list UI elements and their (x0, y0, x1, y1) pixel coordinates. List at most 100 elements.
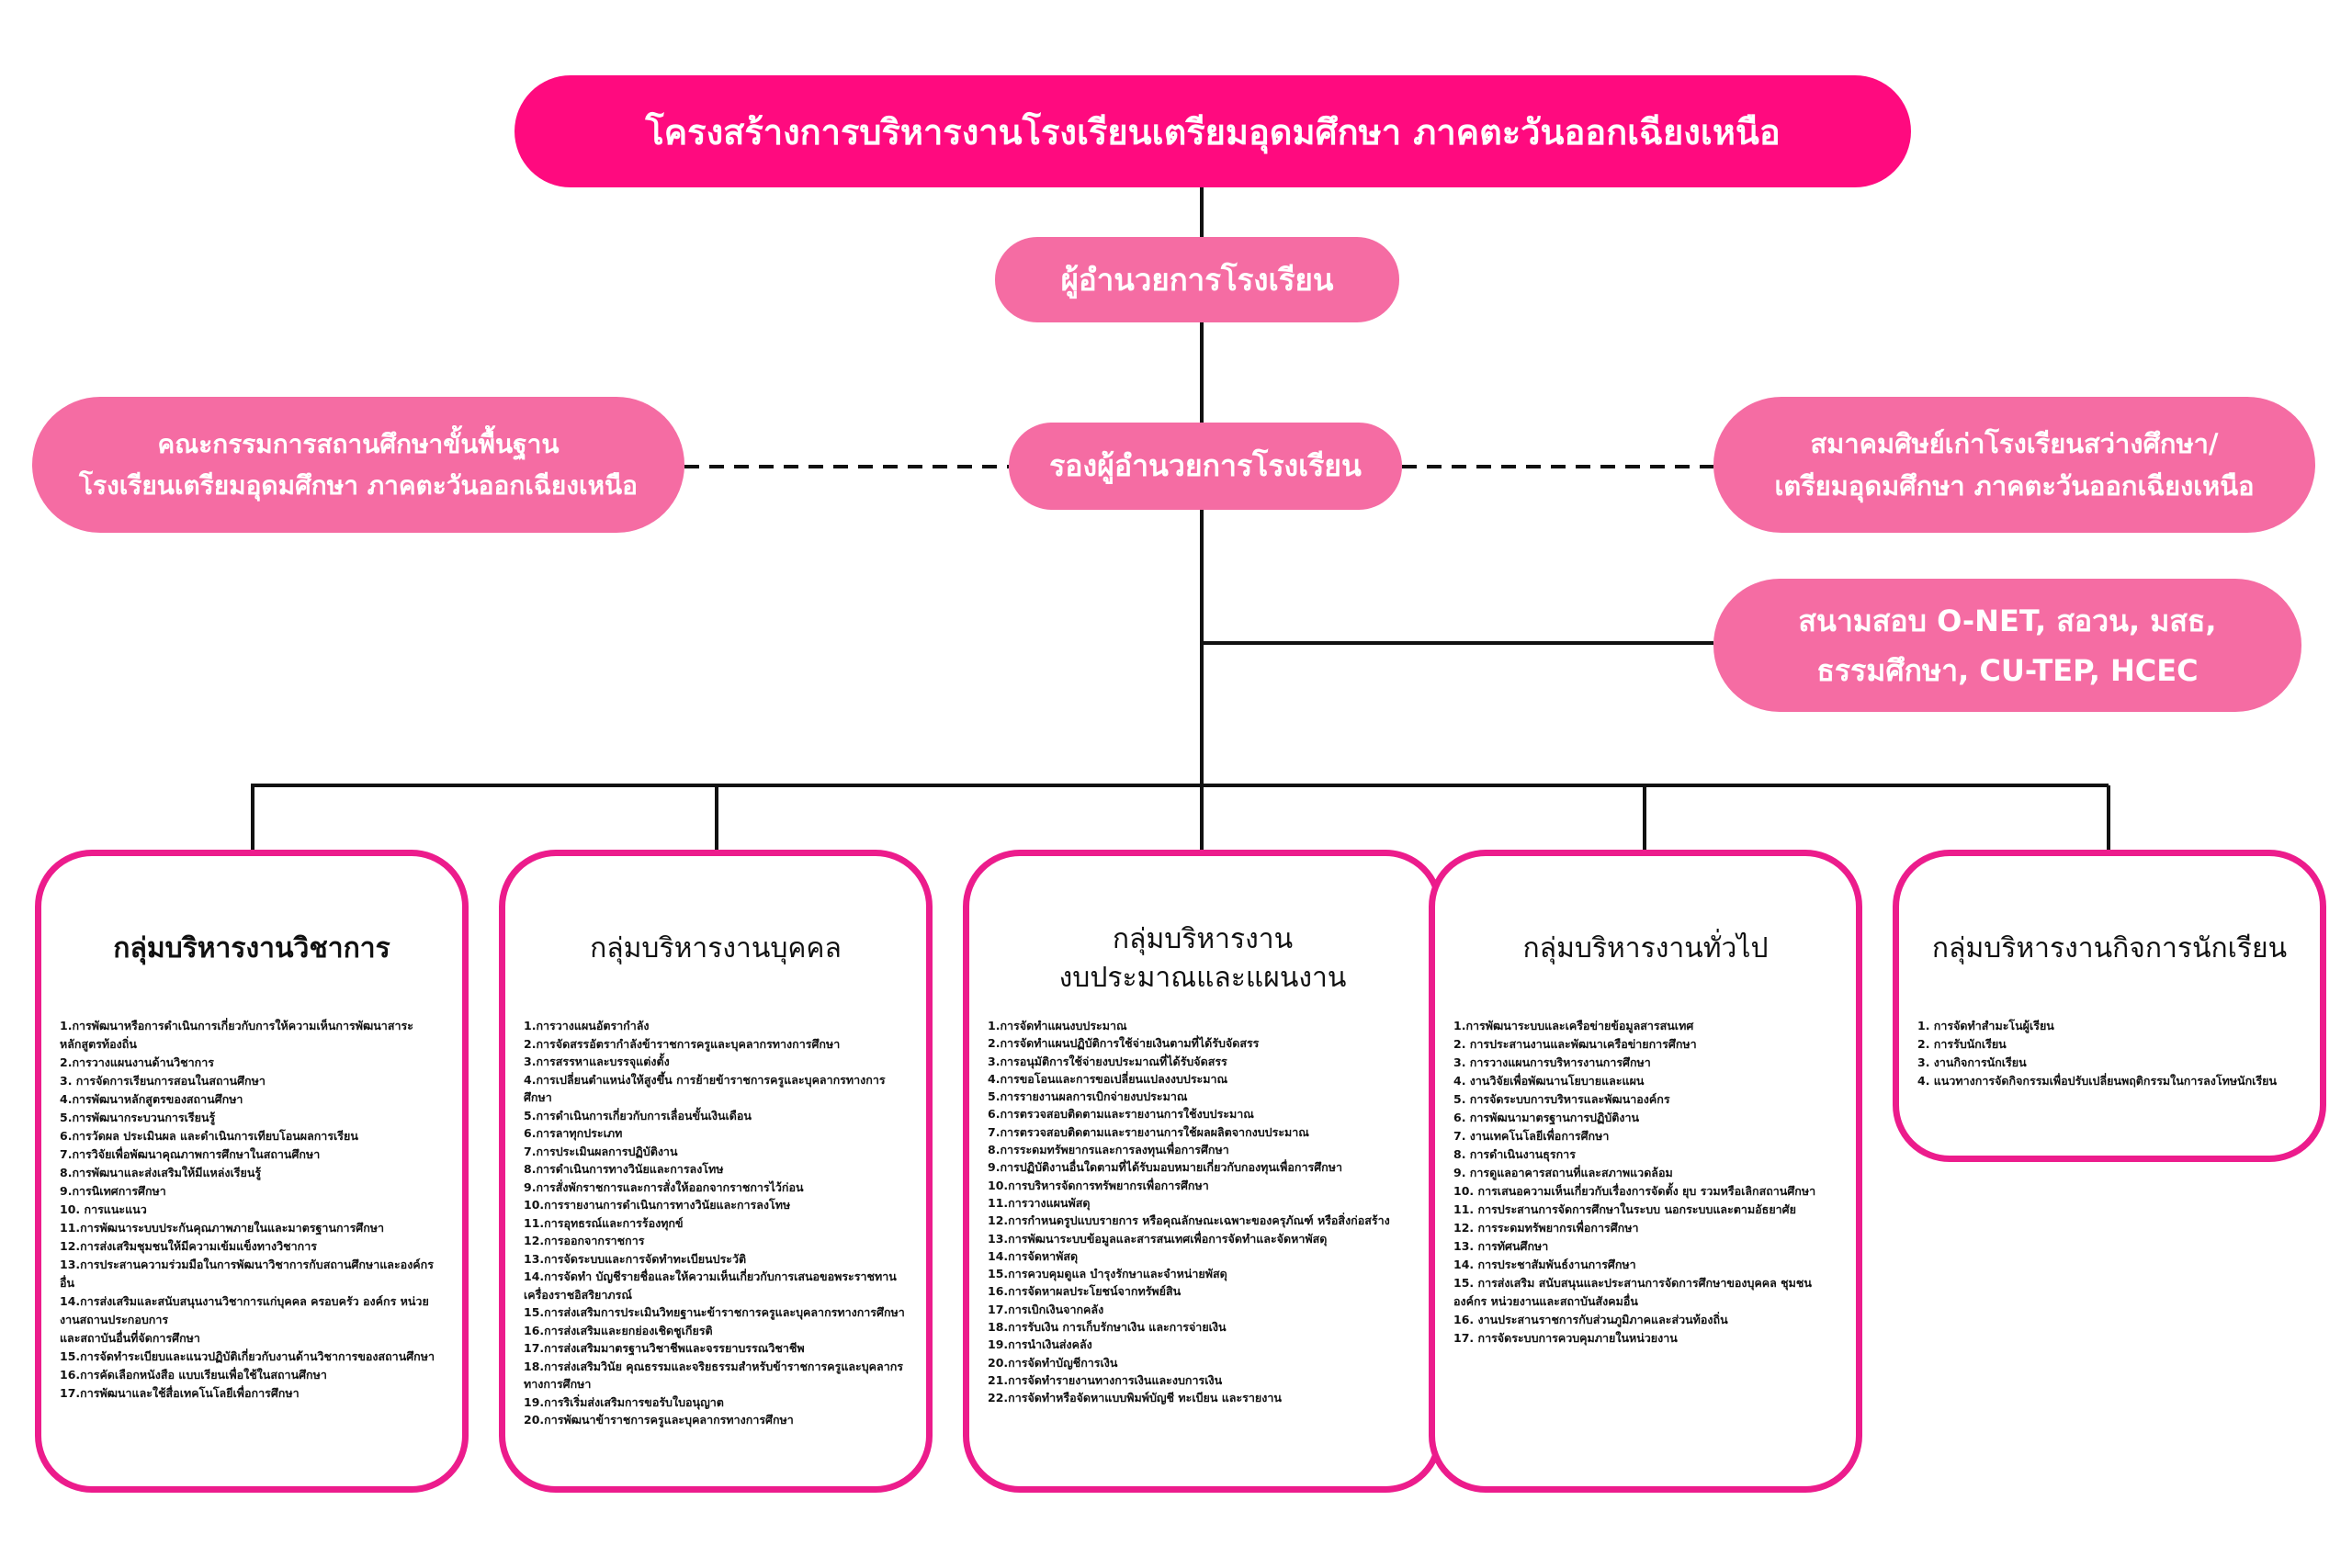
list-item: 4. งานวิจัยเพื่อพัฒนานโยบายและแผน (1453, 1074, 1645, 1088)
list-item: 1.การพัฒนาระบบและเครือข่ายข้อมูลสารสนเทศ (1453, 1019, 1694, 1032)
board-node: คณะกรรมการสถานศึกษาขั้นพื้นฐาน โรงเรียนเ… (32, 397, 684, 533)
list-item: 15.การควบคุมดูแล บำรุงรักษาและจำหน่ายพัส… (988, 1267, 1227, 1281)
list-item: 13. การทัศนศึกษา (1453, 1239, 1549, 1253)
list-item: 6.การวัดผล ประเมินผล และดำเนินการเทียบโอ… (60, 1129, 358, 1143)
exam-line-1: สนามสอบ O-NET, สอวน, มสธ, (1798, 603, 2217, 638)
list-item: 12. การระดมทรัพยากรเพื่อการศึกษา (1453, 1221, 1639, 1235)
list-item: 10. การแนะแนว (60, 1202, 147, 1216)
group-student-affairs-list: 1. การจัดทำสำมะโนผู้เรียน 2. การรับนักเร… (1917, 1017, 2301, 1090)
group-general-title-text: กลุ่มบริหารงานทั่วไป (1522, 932, 1769, 964)
list-item: 5.การรายงานผลการเบิกจ่ายงบประมาณ (988, 1089, 1188, 1104)
list-item: 9. การดูแลอาคารสถานที่และสภาพแวดล้อม (1453, 1166, 1673, 1179)
list-item: 8.การระดมทรัพยากรและการลงทุนเพื่อการศึกษ… (988, 1143, 1229, 1157)
group-personnel: กลุ่มบริหารงานบุคคล 1.การวางแผนอัตรากำลั… (499, 850, 933, 1493)
group-budget: กลุ่มบริหารงาน งบประมาณและแผนงาน 1.การจั… (963, 850, 1442, 1493)
list-item: 15.การจัดทำระเบียบและแนวปฏิบัติเกี่ยวกับ… (60, 1349, 435, 1363)
list-item: 2. การรับนักเรียน (1917, 1037, 2007, 1051)
list-item: 22.การจัดทำหรือจัดหาแบบพิมพ์บัญชี ทะเบีย… (988, 1391, 1282, 1405)
list-item: 3.การอนุมัติการใช้จ่ายงบประมาณที่ได้รับจ… (988, 1054, 1227, 1068)
list-item: 8.การดำเนินการทางวินัยและการลงโทษ (524, 1162, 724, 1176)
group-personnel-list: 1.การวางแผนอัตรากำลัง 2.การจัดสรรอัตรากำ… (524, 1017, 908, 1429)
list-item: 4.การเปลี่ยนตำแหน่งให้สูงขึ้น การย้ายข้า… (524, 1072, 886, 1105)
list-item: 1.การวางแผนอัตรากำลัง (524, 1019, 650, 1032)
list-item: และสถาบันอื่นที่จัดการศึกษา (60, 1331, 200, 1345)
group-student-affairs-title: กลุ่มบริหารงานกิจการนักเรียน (1899, 930, 2320, 968)
group-general-list: 1.การพัฒนาระบบและเครือข่ายข้อมูลสารสนเทศ… (1453, 1017, 1838, 1348)
board-line-2: โรงเรียนเตรียมอุดมศึกษา ภาคตะวันออกเฉียง… (79, 470, 638, 501)
list-item: 2.การจัดสรรอัตรากำลังข้าราชการครูและบุคล… (524, 1036, 841, 1051)
chart-title: โครงสร้างการบริหารงานโรงเรียนเตรียมอุดมศ… (514, 75, 1911, 187)
list-item: 13.การพัฒนาระบบข้อมูลและสารสนเทศเพื่อการ… (988, 1231, 1328, 1246)
alumni-line-2: เตรียมอุดมศึกษา ภาคตะวันออกเฉียงเหนือ (1774, 470, 2255, 502)
list-item: 16.การจัดหาผลประโยชน์จากทรัพย์สิน (988, 1284, 1182, 1299)
list-item: 14.การจัดทำ บัญชีรายชื่อและให้ความเห็นเก… (524, 1269, 897, 1283)
list-item: 16.การส่งเสริมและยกย่องเชิดชูเกียรติ (524, 1323, 713, 1337)
list-item: 9.การปฏิบัติงานอื่นใดตามที่ได้รับมอบหมาย… (988, 1160, 1342, 1175)
group-student-affairs: กลุ่มบริหารงานกิจการนักเรียน 1. การจัดทำ… (1893, 850, 2326, 1162)
group-general: กลุ่มบริหารงานทั่วไป 1.การพัฒนาระบบและเค… (1429, 850, 1862, 1493)
list-item: 20.การจัดทำบัญชีการเงิน (988, 1355, 1118, 1370)
list-item: 9.การสั่งพักราชการและการสั่งให้ออกจากราช… (524, 1179, 804, 1194)
list-item: 14. การประชาสัมพันธ์งานการศึกษา (1453, 1258, 1636, 1271)
list-item: 5. การจัดระบบการบริหารและพัฒนาองค์กร (1453, 1092, 1670, 1106)
list-item: เครื่องราชอิสริยาภรณ์ (524, 1287, 632, 1302)
list-item: 2.การจัดทำแผนปฏิบัติการใช้จ่ายเงินตามที่… (988, 1036, 1260, 1051)
group-academic: กลุ่มบริหารงานวิชาการ 1.การพัฒนาหรือการด… (35, 850, 469, 1493)
list-item: 10. การเสนอความเห็นเกี่ยวกับเรื่องการจัด… (1453, 1184, 1816, 1198)
list-item: 21.การจัดทำรายงานทางการเงินและงบการเงิน (988, 1372, 1223, 1387)
list-item: 11. การประสานการจัดการศึกษาในระบบ นอกระบ… (1453, 1202, 1796, 1216)
list-item: 13.การจัดระบบและการจัดทำทะเบียนประวัติ (524, 1251, 747, 1266)
deputy-node: รองผู้อำนวยการโรงเรียน (1009, 423, 1402, 510)
list-item: 7.การประเมินผลการปฏิบัติงาน (524, 1144, 678, 1158)
list-item: 8.การพัฒนาและส่งเสริมให้มีแหล่งเรียนรู้ (60, 1166, 262, 1179)
list-item: 11.การอุทธรณ์และการร้องทุกข์ (524, 1215, 684, 1230)
list-item: 12.การออกจากราชการ (524, 1234, 645, 1247)
list-item: 3. การจัดการเรียนการสอนในสถานศึกษา (60, 1074, 266, 1088)
list-item: 3. งานกิจการนักเรียน (1917, 1055, 2027, 1069)
list-item: 6.การลาทุกประเภท (524, 1126, 623, 1140)
exam-center-node: สนามสอบ O-NET, สอวน, มสธ, ธรรมศึกษา, CU-… (1713, 579, 2301, 712)
list-item: 7.การตรวจสอบติดตามและรายงานการใช้ผลผลิตจ… (988, 1124, 1309, 1139)
group-budget-list: 1.การจัดทำแผนงบประมาณ 2.การจัดทำแผนปฏิบั… (988, 1017, 1418, 1407)
list-item: 17.การส่งเสริมมาตรฐานวิชาชีพและจรรยาบรรณ… (524, 1341, 805, 1355)
list-item: 19.การริเริ่มส่งเสริมการขอรับใบอนุญาต (524, 1394, 724, 1409)
list-item: 14.การจัดหาพัสดุ (988, 1248, 1079, 1263)
list-item: 5.การพัฒนากระบวนการเรียนรู้ (60, 1111, 216, 1124)
group-budget-title-line-1: กลุ่มบริหารงาน (1112, 923, 1294, 955)
group-budget-title: กลุ่มบริหารงาน งบประมาณและแผนงาน (969, 920, 1436, 998)
list-item: 2.การวางแผนงานด้านวิชาการ (60, 1055, 214, 1069)
list-item: 17.การพัฒนาและใช้สื่อเทคโนโลยีเพื่อการศึ… (60, 1386, 300, 1400)
list-item: 18.การส่งเสริมวินัย คุณธรรมและจริยธรรมสำ… (524, 1359, 904, 1392)
group-academic-list: 1.การพัฒนาหรือการดำเนินการเกี่ยวกับการให… (60, 1017, 444, 1403)
list-item: 16.การคัดเลือกหนังสือ แบบเรียนเพื่อใช้ใน… (60, 1368, 327, 1382)
list-item: 17. การจัดระบบการควบคุมภายในหน่วยงาน (1453, 1331, 1678, 1345)
group-personnel-title-text: กลุ่มบริหารงานบุคคล (590, 932, 842, 964)
list-item: 14.การส่งเสริมและสนับสนุนงานวิชาการแก่บุ… (60, 1294, 429, 1326)
list-item: 20.การพัฒนาข้าราชการครูและบุคลากรทางการศ… (524, 1413, 794, 1427)
list-item: 10.การรายงานการดำเนินการทางวินัยและการลง… (524, 1198, 791, 1212)
list-item: 13.การประสานความร่วมมือในการพัฒนาวิชาการ… (60, 1258, 434, 1290)
list-item: 4.การขอโอนและการขอเปลี่ยนแปลงงบประมาณ (988, 1071, 1228, 1086)
chart-title-text: โครงสร้างการบริหารงานโรงเรียนเตรียมอุดมศ… (645, 111, 1781, 152)
group-student-affairs-title-text: กลุ่มบริหารงานกิจการนักเรียน (1931, 932, 2288, 964)
group-personnel-title: กลุ่มบริหารงานบุคคล (505, 930, 926, 968)
list-item: 1.การจัดทำแผนงบประมาณ (988, 1019, 1127, 1032)
list-item: 3. การวางแผนการบริหารงานการศึกษา (1453, 1055, 1651, 1069)
list-item: 4. แนวทางการจัดกิจกรรมเพื่อปรับเปลี่ยนพฤ… (1917, 1074, 2278, 1088)
list-item: 7. งานเทคโนโลยีเพื่อการศึกษา (1453, 1129, 1610, 1143)
deputy-label: รองผู้อำนวยการโรงเรียน (1049, 448, 1362, 483)
list-item: 6.การตรวจสอบติดตามและรายงานการใช้งบประมา… (988, 1107, 1254, 1122)
list-item: 10.การบริหารจัดการทรัพยากรเพื่อการศึกษา (988, 1178, 1209, 1192)
list-item: 1. การจัดทำสำมะโนผู้เรียน (1917, 1019, 2054, 1032)
list-item: 16. งานประสานราชการกับส่วนภูมิภาคและส่วน… (1453, 1313, 1728, 1326)
list-item: 15. การส่งเสริม สนับสนุนและประสานการจัดก… (1453, 1276, 1812, 1308)
board-line-1: คณะกรรมการสถานศึกษาขั้นพื้นฐาน (157, 429, 560, 459)
list-item: 6. การพัฒนามาตรฐานการปฏิบัติงาน (1453, 1111, 1640, 1124)
list-item: 5.การดำเนินการเกี่ยวกับการเลื่อนขั้นเงิน… (524, 1108, 752, 1122)
list-item: 11.การพัฒนาระบบประกันคุณภาพภายในและมาตรฐ… (60, 1221, 385, 1235)
alumni-line-1: สมาคมศิษย์เก่าโรงเรียนสว่างศึกษา/ (1810, 428, 2219, 459)
list-item: 8. การดำเนินงานธุรการ (1453, 1147, 1576, 1161)
list-item: 9.การนิเทศการศึกษา (60, 1184, 166, 1198)
list-item: 11.การวางแผนพัสดุ (988, 1195, 1091, 1210)
group-general-title: กลุ่มบริหารงานทั่วไป (1435, 930, 1856, 968)
